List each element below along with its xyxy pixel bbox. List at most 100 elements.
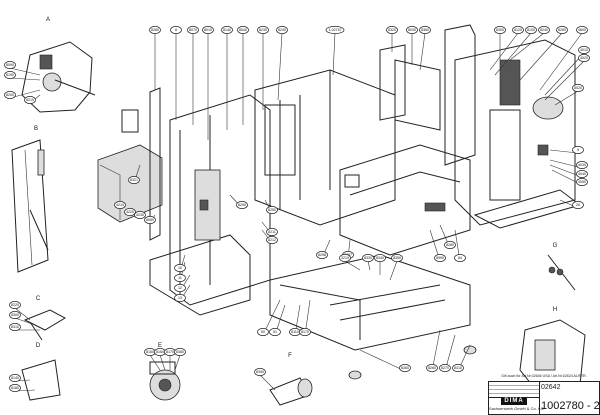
detail-label-e: E (158, 343, 162, 349)
part-balloon: 8310 (452, 364, 464, 372)
balloon-number: 50 (261, 330, 265, 334)
part-balloon: 4020 (578, 54, 590, 62)
balloon-outline (266, 228, 278, 236)
part-balloon: 8260 (426, 364, 438, 372)
part-balloon: 8321 (128, 176, 140, 184)
part-balloon: 8080 (144, 216, 156, 224)
leader-line (419, 32, 426, 71)
balloon-outline (434, 254, 446, 262)
balloon-number: 4230 (136, 213, 144, 217)
part-balloon: 8010 (202, 26, 214, 34)
balloon-outline (362, 254, 374, 262)
part-balloon: 8150 (144, 348, 156, 356)
balloon-outline (266, 206, 278, 214)
balloon-number: 8210 (26, 98, 34, 102)
balloon-number: 8321 (130, 178, 138, 182)
leader-line (549, 149, 579, 154)
part-balloon: 8260 (556, 26, 568, 34)
part-balloon: 8170 (299, 328, 311, 336)
main-frame-left (149, 94, 271, 316)
balloon-outline (174, 348, 186, 356)
balloon-outline (578, 46, 590, 54)
part-balloon: 13 (174, 294, 186, 302)
balloon-outline (124, 208, 136, 216)
detail-b-side-panel (11, 139, 49, 273)
balloon-number: 20 (576, 203, 580, 207)
balloon-outline (572, 84, 584, 92)
balloon-outline (316, 251, 328, 259)
title-block: 02642 DIMA Sachsenwerk GmbH & Co. KG 100… (488, 381, 600, 415)
balloon-number: 8300 (11, 313, 19, 317)
part-balloon: 8210 (24, 96, 36, 104)
balloon-outline (4, 71, 16, 79)
balloon-number: 8350 (393, 256, 401, 260)
balloon-number: 9 (577, 148, 579, 152)
company-name: Sachsenwerk GmbH & Co. KG (489, 406, 544, 411)
leader-line (149, 354, 161, 371)
balloon-number: 51 (273, 330, 277, 334)
part-balloon: 8270 (439, 364, 451, 372)
part-balloon: 8390 (254, 368, 266, 376)
leader-line (159, 354, 166, 371)
balloon-outline (576, 170, 588, 178)
company-logo: DIMA Sachsenwerk GmbH & Co. KG (489, 397, 544, 414)
front-door-panel (339, 144, 471, 256)
part-balloon: 8230 (257, 26, 269, 34)
balloon-outline (525, 26, 537, 34)
balloon-outline (174, 274, 186, 282)
part-balloon: 8360 (399, 364, 411, 372)
part-balloon: 8140 (221, 26, 233, 34)
part-balloon: 8298 (316, 251, 328, 259)
balloon-number: 8390 (256, 370, 264, 374)
balloon-number: 4600 (578, 28, 586, 32)
part-balloon: 8100 (525, 26, 537, 34)
control-cabinet (97, 87, 163, 241)
balloon-number: 8150 (146, 350, 154, 354)
leader-line (549, 159, 583, 169)
balloon-outline (187, 26, 199, 34)
balloon-number: 8211 (268, 230, 276, 234)
leader-line (389, 260, 398, 281)
balloon-outline (576, 178, 588, 186)
part-balloon: 8170 (164, 348, 176, 356)
part-balloon: 8140 (9, 374, 21, 382)
part-balloon: 8090 (4, 61, 16, 69)
balloon-number: 8300 (496, 28, 504, 32)
balloon-number: 8020 (574, 86, 582, 90)
balloon-outline (391, 254, 403, 262)
balloon-number: 8040 (239, 28, 247, 32)
balloon-number: 8190 (6, 73, 14, 77)
part-balloon: 3210 (339, 254, 351, 262)
balloon-outline (174, 294, 186, 302)
balloon-outline (276, 26, 288, 34)
balloon-number: 8380 (176, 350, 184, 354)
part-balloon: 4210 (114, 201, 126, 209)
balloon-number: 4050 (578, 180, 586, 184)
balloon-outline (374, 254, 386, 262)
balloon-number: 8280 (151, 28, 159, 32)
detail-label-g: G (553, 243, 558, 249)
balloon-number: 8320 (388, 28, 396, 32)
part-balloon: 8350 (391, 254, 403, 262)
balloon-outline (454, 254, 466, 262)
part-balloon: 12 (174, 284, 186, 292)
part-balloon: 4050 (576, 178, 588, 186)
balloon-outline (339, 254, 351, 262)
balloon-number: 8140 (223, 28, 231, 32)
balloon-number: 8270 (441, 366, 449, 370)
part-balloon: 11 (174, 274, 186, 282)
leader-line (544, 52, 585, 96)
leader-line (277, 32, 283, 101)
balloon-outline (399, 364, 411, 372)
balloon-outline (452, 364, 464, 372)
detail-label-d: D (36, 343, 41, 349)
balloon-outline (325, 26, 345, 34)
balloon-number: 8330 (364, 256, 372, 260)
part-balloon: 4600 (576, 26, 588, 34)
balloon-number: 4220 (126, 210, 134, 214)
balloon-number: 4210 (116, 203, 124, 207)
article-number: 02642 (541, 384, 561, 391)
